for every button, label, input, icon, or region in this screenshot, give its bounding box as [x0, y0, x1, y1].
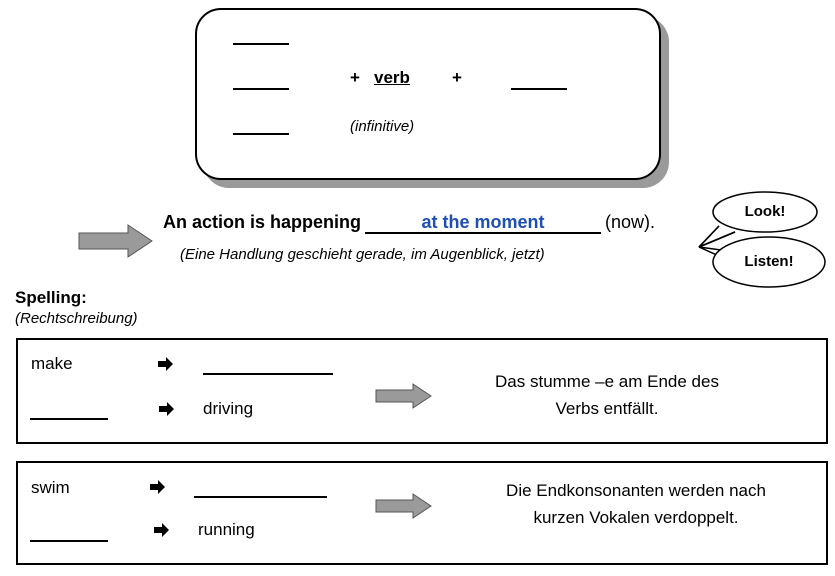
verb-label: verb — [374, 68, 410, 87]
block-arrow-right-icon — [375, 493, 432, 519]
rule-2-answer-blank-top — [194, 496, 327, 498]
black-arrow-right-icon — [159, 402, 174, 416]
block-arrow-right-icon — [78, 224, 153, 258]
listen-text: Listen! — [744, 253, 794, 270]
plus-sign-1: + — [350, 68, 360, 87]
rule-1-answer-blank-bottom — [30, 418, 108, 420]
rule-1-explanation-line-2: Verbs entfällt. — [555, 399, 659, 418]
infinitive-label: (infinitive) — [350, 118, 415, 135]
rule-2-word-bottom: running — [198, 520, 255, 539]
black-arrow-right-icon — [158, 357, 173, 371]
rule-2-explanation-line-1: Die Endkonsonanten werden nach — [506, 481, 766, 500]
definition-translation: (Eine Handlung geschieht gerade, im Auge… — [180, 246, 545, 263]
rule-2-explanation-line-2: kurzen Vokalen verdoppelt. — [533, 508, 739, 527]
listen-bubble — [712, 236, 826, 288]
rule-2-word-top: swim — [31, 478, 70, 497]
black-arrow-right-icon — [154, 523, 169, 537]
answer-blank: at the moment — [365, 212, 602, 234]
subject-blank-bottom — [233, 133, 289, 135]
block-arrow-right-icon — [375, 383, 432, 409]
rule-1-word-bottom: driving — [203, 399, 254, 418]
answer-text: at the moment — [421, 212, 545, 232]
speech-bubbles — [698, 191, 826, 288]
rule-2-explanation: Die Endkonsonanten werden nach kurzen Vo… — [472, 477, 800, 531]
plus-sign-2: + — [452, 68, 462, 87]
black-arrow-right-icon — [150, 480, 165, 494]
spelling-subtitle: (Rechtschreibung) — [15, 310, 138, 327]
definition-suffix: (now). — [605, 212, 656, 232]
look-text: Look! — [744, 203, 786, 220]
ending-blank — [511, 88, 567, 90]
subject-blank-top — [233, 43, 289, 45]
subject-blank-middle — [233, 88, 289, 90]
rule-1-answer-blank-top — [203, 373, 333, 375]
rule-box-2 — [16, 461, 828, 565]
rule-1-explanation: Das stumme –e am Ende des Verbs entfällt… — [452, 368, 762, 422]
definition-line: An action is happening at the moment (now)… — [163, 212, 655, 234]
formula-box — [195, 8, 661, 180]
look-bubble — [712, 191, 818, 233]
rule-1-explanation-line-1: Das stumme –e am Ende des — [495, 372, 719, 391]
spelling-title: Spelling: — [15, 288, 87, 307]
rule-1-word-top: make — [31, 354, 73, 373]
rule-2-answer-blank-bottom — [30, 540, 108, 542]
definition-text: An action is happening — [163, 212, 362, 232]
